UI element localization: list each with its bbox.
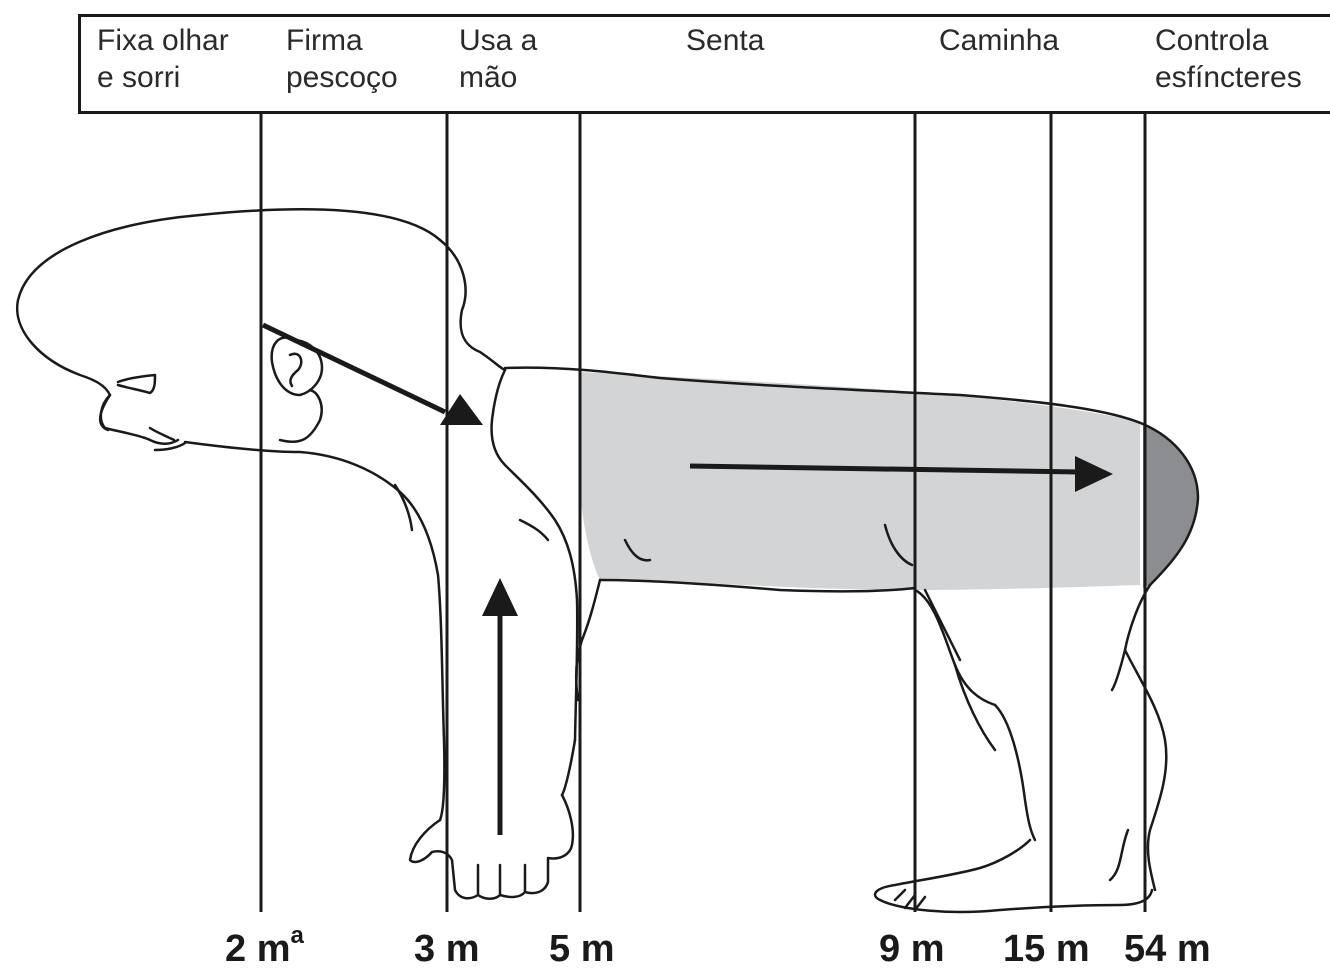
- arrow-head-to-neck: [263, 325, 445, 412]
- neck-front: [280, 390, 322, 442]
- thigh-line: [925, 590, 960, 660]
- head-outline: [17, 209, 440, 444]
- ear: [272, 338, 322, 395]
- age-label-9m: 9 m: [879, 928, 944, 971]
- hand: [410, 795, 573, 899]
- chest-line: [185, 442, 444, 820]
- head-back: [440, 240, 505, 370]
- age-label-54m: 54 m: [1124, 928, 1211, 971]
- mouth: [150, 428, 174, 440]
- lower-leg: [995, 705, 1035, 840]
- foot: [875, 840, 1152, 912]
- age-label-5m: 5 m: [549, 928, 614, 971]
- age-label-2m: 2 ma: [225, 928, 304, 971]
- age-label-15m: 15 m: [1003, 928, 1090, 971]
- arrowhead-hand: [482, 578, 518, 616]
- arm-back: [492, 370, 578, 740]
- age-label-3m: 3 m: [414, 928, 479, 971]
- eye: [118, 375, 155, 393]
